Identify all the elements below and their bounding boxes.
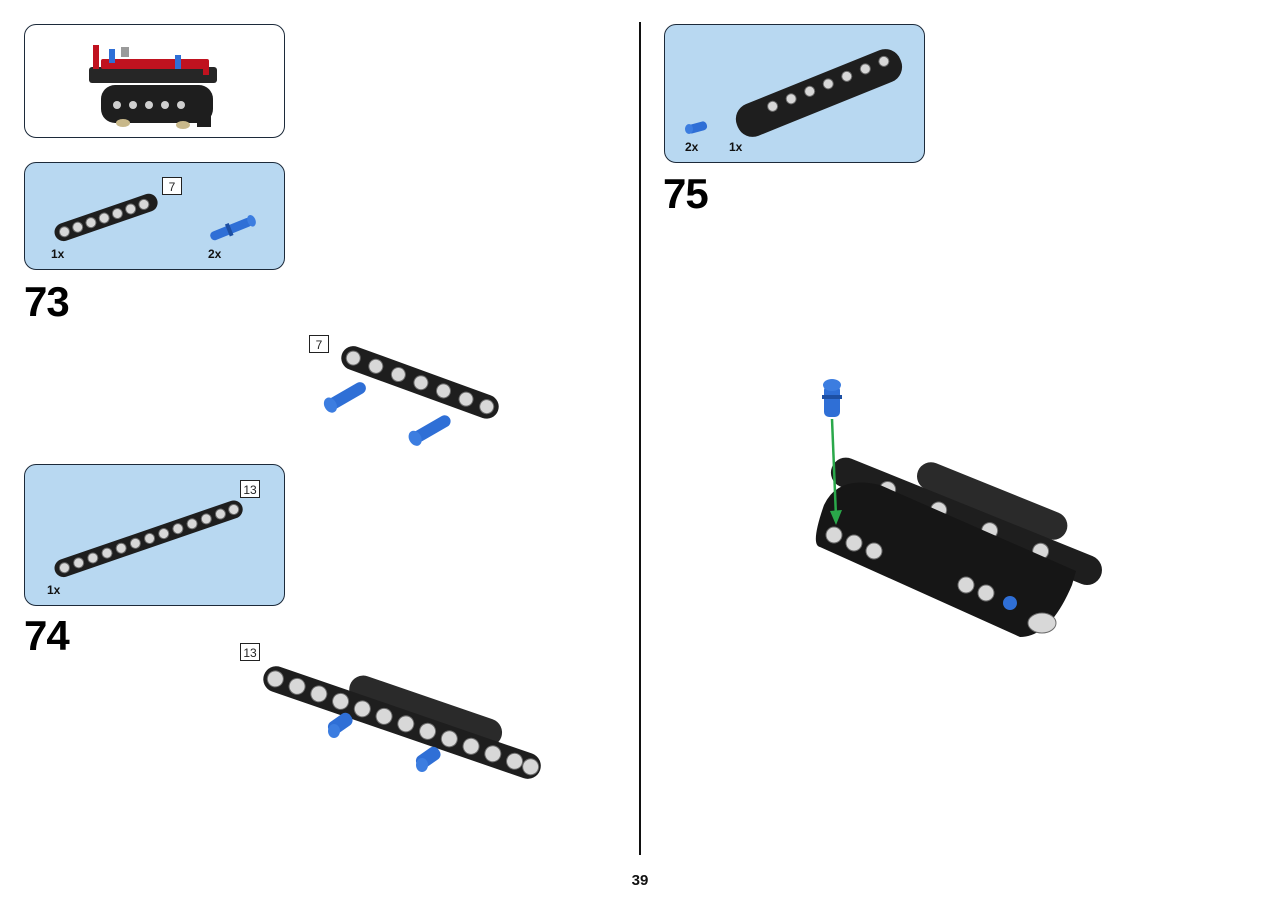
quantity-label: 2x: [208, 247, 222, 261]
blue-pin-icon: [685, 121, 708, 134]
curved-panel-icon: [735, 49, 903, 137]
quantity-label: 1x: [51, 247, 65, 261]
parts-list-step-74: 13 1x: [24, 464, 285, 606]
length-callout: 13: [240, 643, 260, 661]
length-callout: 7: [309, 335, 329, 353]
page-number: 39: [631, 872, 649, 889]
subassembly-callout: [24, 24, 285, 138]
step-74-assembly-image: [263, 666, 541, 779]
step-number: 73: [24, 278, 70, 325]
step-75-assembly-image: [815, 379, 1102, 637]
blue-pin-icon: [210, 215, 256, 241]
beam-13-icon: [54, 500, 243, 578]
step-73-assembly-image: [323, 346, 499, 446]
quantity-label: 2x: [685, 140, 699, 154]
length-callout: 13: [240, 480, 260, 498]
subassembly-image: [89, 45, 217, 129]
quantity-label: 1x: [729, 140, 743, 154]
step-number: 75: [663, 170, 709, 217]
quantity-label: 1x: [47, 583, 61, 597]
parts-list-step-75: 2x 1x: [664, 24, 925, 163]
step-number: 74: [24, 612, 70, 659]
parts-list-step-73: 7 1x 2x: [24, 162, 285, 270]
beam-7-icon: [54, 193, 158, 242]
page-divider: [639, 22, 641, 855]
length-callout: 7: [162, 177, 182, 195]
